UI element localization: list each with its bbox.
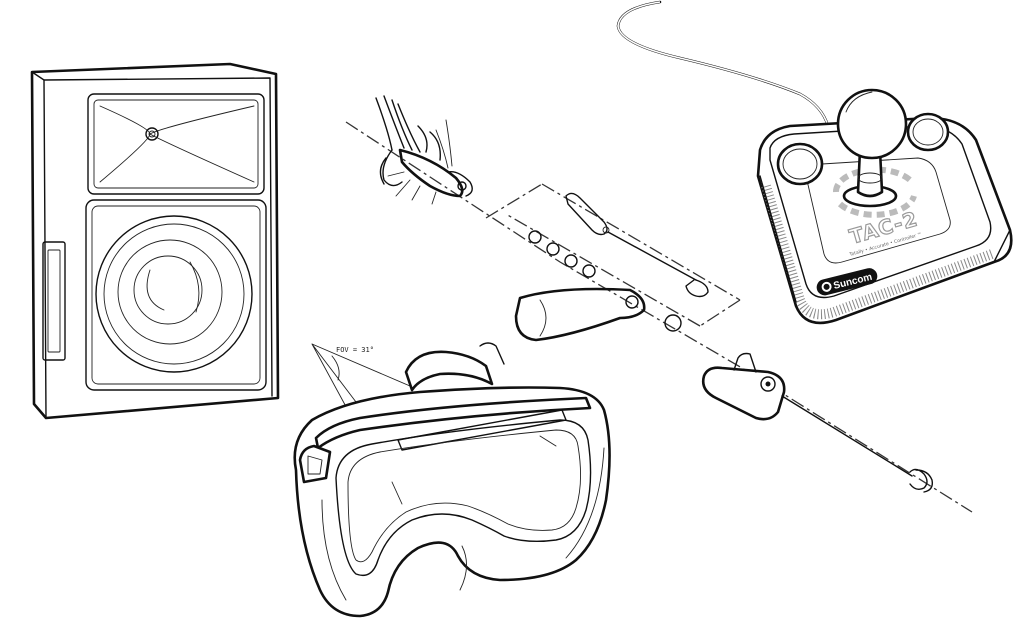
fov-annotation: FOV = 31° [311,343,411,415]
dive-mask: FOV = 31° [293,342,611,618]
fishing-rig [345,95,973,513]
fire-button-left-icon [776,142,824,186]
joystick: TAC-2 Totally • Accurate • Controller ™ … [616,0,1013,325]
joystick-stick-icon [836,88,908,208]
speaker-cabinet [30,62,280,420]
fire-button-right-icon [906,112,950,152]
woofer [85,199,267,391]
fly-lure-icon [375,95,473,205]
tweeter-horn [87,93,265,195]
sinker-weight-icon [514,287,646,342]
direction-ring [832,166,917,218]
float-clip-icon [701,352,934,493]
beads [528,230,682,332]
fov-label: FOV = 31° [336,346,374,354]
snap-swivel-icon [565,192,709,298]
